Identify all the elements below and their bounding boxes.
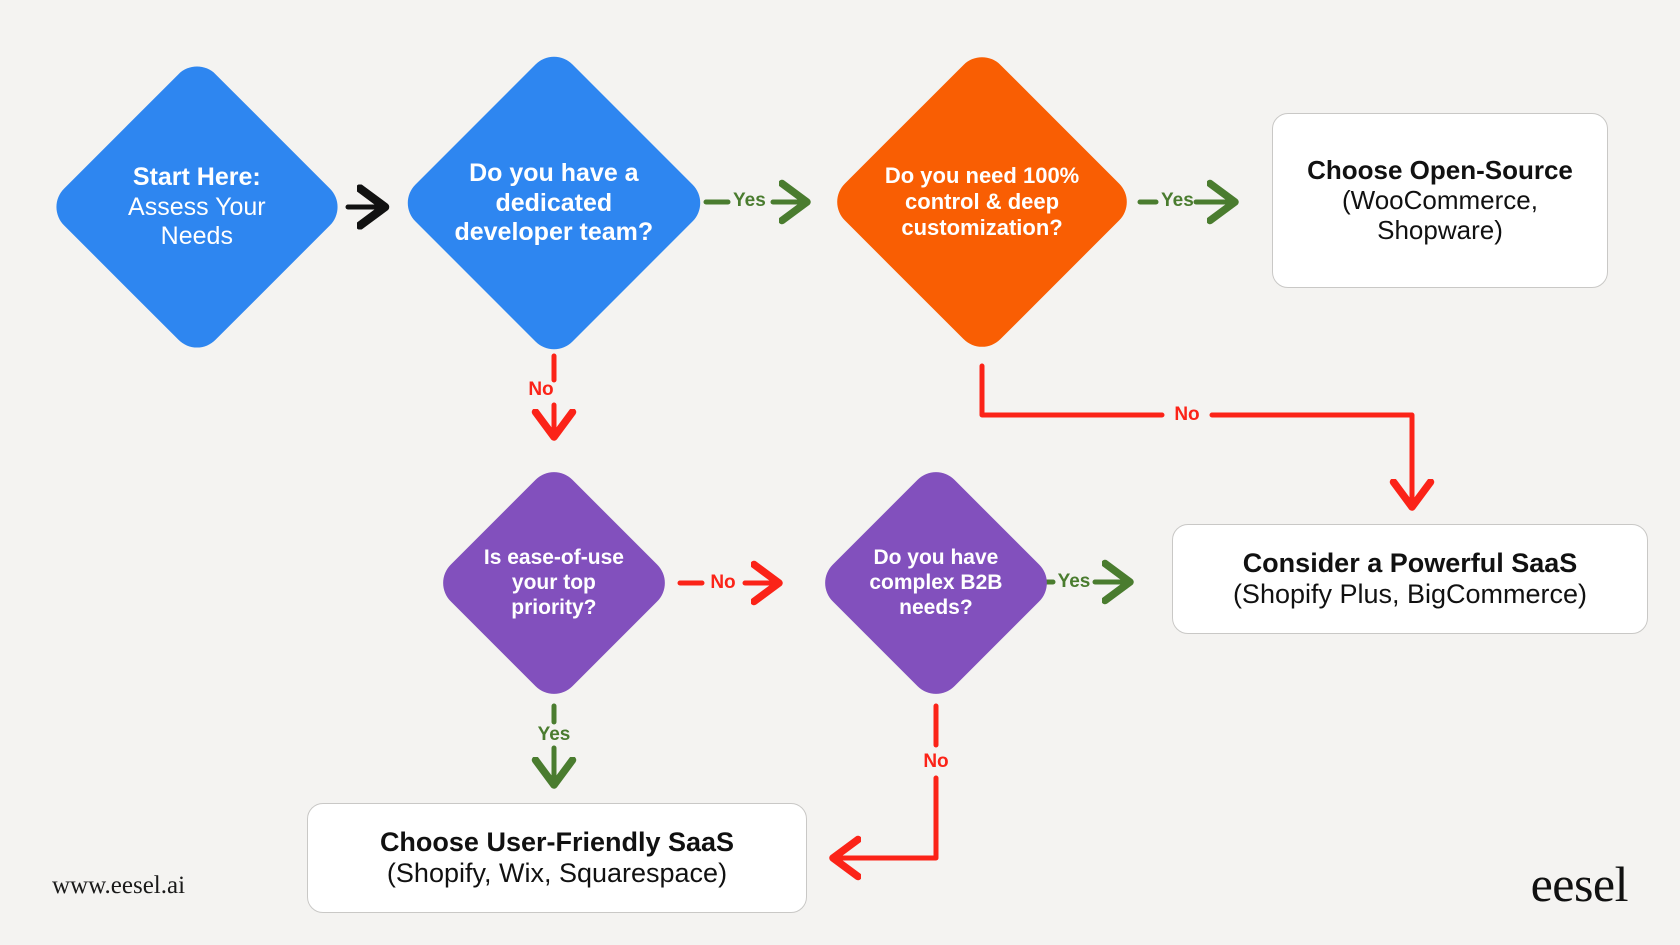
edge-label-control-no: No: [1174, 404, 1200, 425]
node-choose-open-source-title: Choose Open-Source: [1307, 154, 1573, 185]
node-choose-user-friendly-saas[interactable]: Choose User-Friendly SaaS (Shopify, Wix,…: [307, 803, 807, 913]
node-start-here-label: Start Here: Assess Your Needs: [90, 163, 304, 252]
edge-label-dev-team-no: No: [528, 379, 554, 400]
node-ease-of-use-priority[interactable]: Is ease-of-use your top priority?: [432, 461, 676, 705]
node-dedicated-developer-team[interactable]: Do you have a dedicated developer team?: [397, 46, 711, 360]
node-choose-user-friendly-saas-subtitle: (Shopify, Wix, Squarespace): [386, 857, 728, 888]
node-complex-b2b-needs-label: Do you have complex B2B needs?: [869, 545, 1003, 619]
node-consider-powerful-saas[interactable]: Consider a Powerful SaaS (Shopify Plus, …: [1172, 524, 1648, 634]
edge-label-b2b-no: No: [923, 751, 949, 772]
edge-label-control-yes: Yes: [1161, 190, 1194, 211]
node-choose-user-friendly-saas-title: Choose User-Friendly SaaS: [379, 826, 735, 857]
edge-control-no-to-powerful-saas: [979, 363, 1412, 500]
node-consider-powerful-saas-subtitle: (Shopify Plus, BigCommerce): [1232, 578, 1588, 609]
edge-label-ease-yes: Yes: [537, 724, 571, 745]
edge-label-b2b-yes: Yes: [1057, 571, 1091, 592]
node-choose-open-source[interactable]: Choose Open-Source (WooCommerce, Shopwar…: [1272, 113, 1608, 288]
edge-label-ease-no: No: [710, 572, 736, 593]
edge-b2b-no-to-friendly-saas: [840, 703, 939, 858]
node-start-here-subtitle: Assess Your Needs: [128, 192, 266, 250]
node-choose-open-source-subtitle: (WooCommerce, Shopware): [1341, 185, 1538, 246]
node-start-here-title: Start Here:: [133, 162, 261, 191]
edge-label-dev-team-yes: Yes: [733, 190, 766, 211]
node-complex-b2b-needs[interactable]: Do you have complex B2B needs?: [814, 461, 1058, 705]
node-dedicated-developer-team-label: Do you have a dedicated developer team?: [454, 158, 654, 246]
brand-logo: eesel: [1530, 856, 1629, 912]
site-url: www.eesel.ai: [52, 872, 186, 899]
node-start-here[interactable]: Start Here: Assess Your Needs: [45, 55, 349, 359]
node-consider-powerful-saas-title: Consider a Powerful SaaS: [1242, 547, 1578, 578]
node-need-full-control[interactable]: Do you need 100% control & deep customiz…: [826, 46, 1138, 358]
node-ease-of-use-priority-label: Is ease-of-use your top priority?: [483, 545, 625, 619]
node-need-full-control-label: Do you need 100% control & deep customiz…: [884, 163, 1080, 240]
